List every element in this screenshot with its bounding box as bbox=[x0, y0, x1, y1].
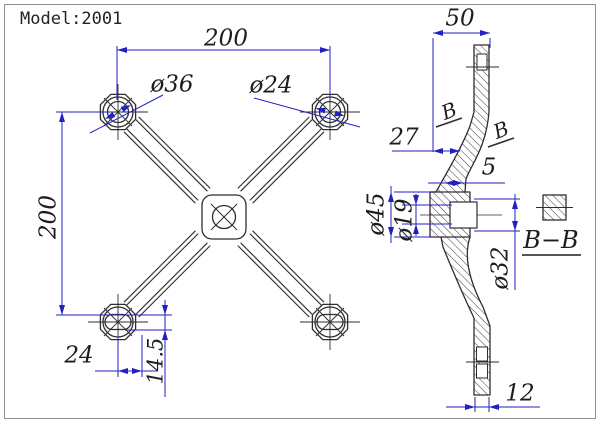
side-view-geometry bbox=[420, 44, 515, 396]
section-title-bb: B−B bbox=[523, 226, 579, 254]
front-view-geometry bbox=[88, 84, 360, 350]
dim-bore-19: ø19 bbox=[391, 198, 418, 242]
dim-hole-36: ø36 bbox=[150, 71, 194, 98]
bottom-arm-cutout-1 bbox=[476, 346, 488, 362]
dim-wall-5: 5 bbox=[481, 154, 497, 181]
slot-bottom-right bbox=[300, 294, 360, 350]
section-bb-detail bbox=[522, 194, 581, 256]
dim-slot-14-5: 14.5 bbox=[143, 337, 168, 385]
boss-face-edges bbox=[430, 191, 470, 238]
dim-offset-27: 27 bbox=[389, 124, 419, 151]
center-cross bbox=[210, 203, 238, 231]
arm-bottom-left bbox=[123, 230, 211, 318]
arm-top-left bbox=[123, 116, 211, 204]
bottom-arm-cutout-2 bbox=[476, 363, 488, 379]
top-arm-cutout bbox=[476, 53, 488, 71]
arm-top-right bbox=[237, 116, 325, 204]
dim-hole-24: ø24 bbox=[249, 72, 293, 99]
dimension-arrowheads bbox=[59, 30, 518, 410]
section-cut-marks bbox=[435, 117, 515, 148]
dim-arm-50: 50 bbox=[445, 5, 475, 32]
dim-bottom-12: 12 bbox=[505, 380, 535, 407]
dim-width-200: 200 bbox=[204, 25, 248, 52]
center-hole bbox=[211, 204, 237, 230]
dim-boss-45: ø45 bbox=[363, 192, 390, 236]
dim-slot-24: 24 bbox=[64, 342, 94, 369]
sheet-border bbox=[4, 4, 596, 419]
slot-bottom-left bbox=[88, 294, 148, 350]
bore-cutout bbox=[449, 201, 478, 229]
dim-neck-32: ø32 bbox=[487, 246, 514, 290]
center-boss bbox=[201, 194, 247, 240]
dim-height-200: 200 bbox=[35, 195, 62, 239]
arm-bottom-right bbox=[237, 230, 325, 318]
model-title: Model:2001 bbox=[20, 9, 123, 29]
